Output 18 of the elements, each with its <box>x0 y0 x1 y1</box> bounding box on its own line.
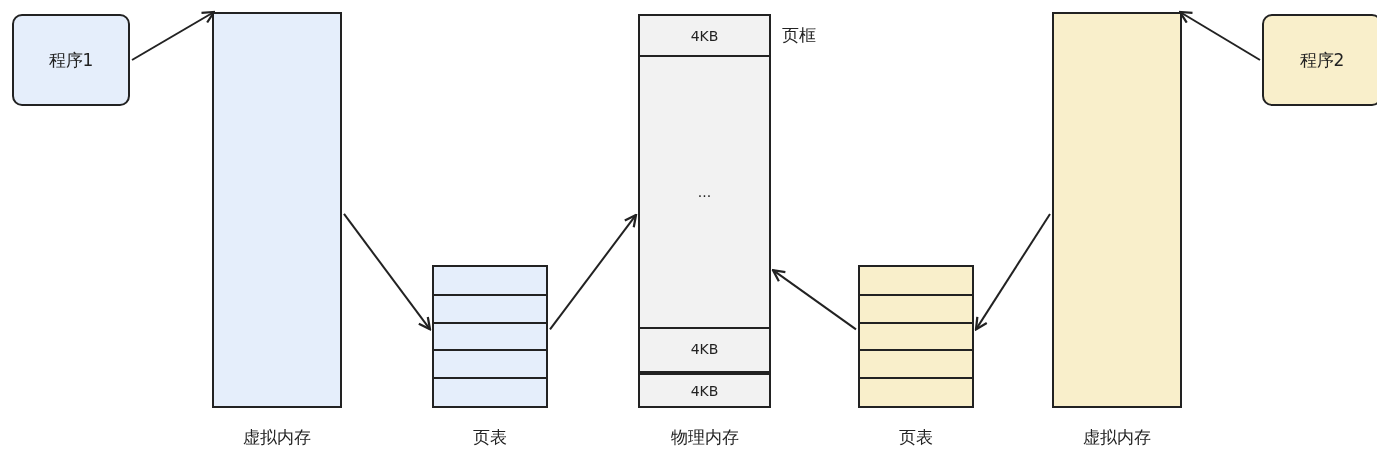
arrow <box>343 212 432 331</box>
column-label: 虚拟内存 <box>1082 426 1152 449</box>
column-label: 页表 <box>898 426 934 449</box>
arrow <box>771 269 857 331</box>
arrow <box>974 212 1051 331</box>
arrow <box>1178 10 1261 61</box>
program-box: 程序2 <box>1262 14 1377 106</box>
page-frame-cell: 4KB <box>640 371 769 406</box>
ellipsis-region: ... <box>640 55 769 327</box>
page-frame-cell: 4KB <box>640 327 769 368</box>
program-box: 程序1 <box>12 14 130 106</box>
column-label: 虚拟内存 <box>242 426 312 449</box>
arrow <box>131 10 216 61</box>
column-label: 页表 <box>472 426 508 449</box>
annotation-label: 页框 <box>782 24 816 47</box>
page-frame-cell: 4KB <box>640 16 769 55</box>
arrow <box>549 213 638 331</box>
column-label: 物理内存 <box>669 426 740 449</box>
